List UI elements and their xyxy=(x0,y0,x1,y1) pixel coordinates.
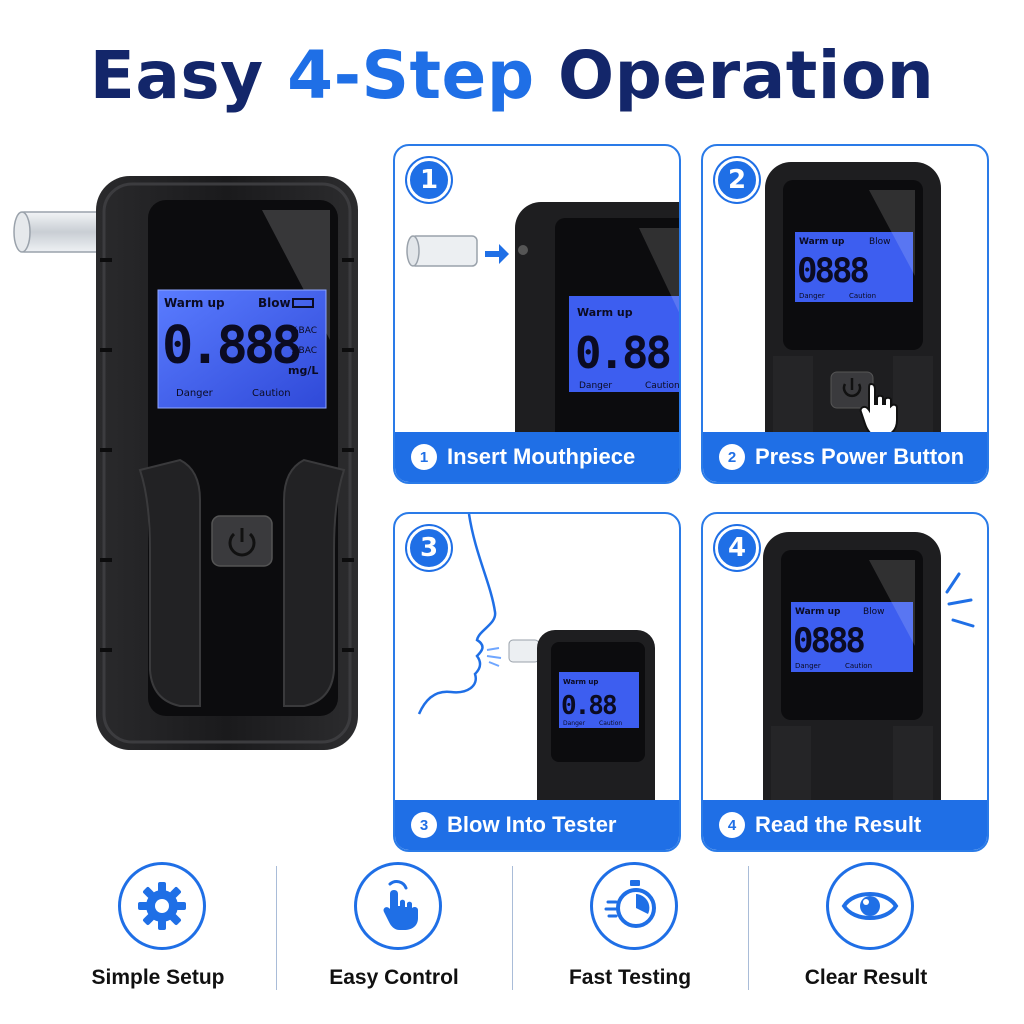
step-2-label: Press Power Button xyxy=(755,444,965,469)
svg-text:Danger: Danger xyxy=(795,662,821,670)
feature-label: Simple Setup xyxy=(91,966,225,989)
step-1-illustration: Warm up 0.88 Danger Caution xyxy=(406,202,679,482)
svg-text:Blow: Blow xyxy=(869,237,891,247)
svg-text:Blow: Blow xyxy=(863,607,885,617)
eye-icon xyxy=(841,892,899,920)
gear-icon xyxy=(138,882,186,930)
step-1-mini-number: 1 xyxy=(411,444,437,470)
step-card-4: Warm up Blow 0888 Danger Caution 4 4 Rea… xyxy=(701,512,989,852)
svg-text:Warm up: Warm up xyxy=(799,237,845,247)
step-2-banner: 2 Press Power Button xyxy=(703,432,987,482)
step-1-banner: 1 Insert Mouthpiece xyxy=(395,432,679,482)
feature-icon-circle xyxy=(118,862,206,950)
battery-icon xyxy=(292,298,314,308)
feature-divider xyxy=(276,866,277,990)
lcd-warm-up: Warm up xyxy=(164,296,225,310)
breathalyzer-device xyxy=(13,176,358,750)
svg-text:Warm up: Warm up xyxy=(577,306,633,319)
svg-text:Danger: Danger xyxy=(579,381,612,391)
feature-divider xyxy=(512,866,513,990)
step-3-label: Blow Into Tester xyxy=(447,812,617,837)
svg-text:Danger: Danger xyxy=(563,720,586,727)
step-3-banner: 3 Blow Into Tester xyxy=(395,800,679,850)
lcd-unit-1: %BAC xyxy=(290,326,318,336)
svg-text:Caution: Caution xyxy=(645,381,679,391)
svg-text:Warm up: Warm up xyxy=(795,607,841,617)
step-2-badge: 2 xyxy=(715,158,759,202)
feature-icon-circle xyxy=(590,862,678,950)
lcd-danger: Danger xyxy=(176,388,213,399)
svg-text:0888: 0888 xyxy=(797,251,868,291)
feature-label: Fast Testing xyxy=(568,966,692,989)
step-4-mini-number: 4 xyxy=(719,812,745,838)
step-4-badge: 4 xyxy=(715,526,759,570)
page-title: Easy 4-Step Operation xyxy=(0,36,1024,116)
step-3-badge: 3 xyxy=(407,526,451,570)
step-4-label: Read the Result xyxy=(755,812,922,837)
title-part-2: 4-Step xyxy=(287,37,535,114)
feature-icon-circle xyxy=(826,862,914,950)
lcd-unit-3: mg/L xyxy=(288,364,319,377)
result-sparkle-icon xyxy=(945,572,975,628)
title-part-1: Easy xyxy=(89,37,264,114)
feature-clear-result: Clear Result xyxy=(748,858,984,1008)
lcd-caution: Caution xyxy=(252,388,291,399)
title-part-3: Operation xyxy=(558,37,935,114)
svg-text:Caution: Caution xyxy=(849,292,876,300)
step-3-mini-number: 3 xyxy=(411,812,437,838)
step-4-banner: 4 Read the Result xyxy=(703,800,987,850)
hand-tap-icon xyxy=(383,879,418,930)
step-4-illustration: Warm up Blow 0888 Danger Caution xyxy=(763,532,975,832)
step-3-illustration: Warm up 0.88 Danger Caution xyxy=(417,514,655,840)
lcd-reading: 0.888 xyxy=(162,316,303,376)
svg-text:Warm up: Warm up xyxy=(563,678,598,686)
step-1-label: Insert Mouthpiece xyxy=(447,444,636,469)
step-card-1: Warm up 0.88 Danger Caution 1 1 Insert M… xyxy=(393,144,681,484)
svg-text:0888: 0888 xyxy=(793,621,864,661)
svg-text:Caution: Caution xyxy=(599,720,622,727)
feature-label: Clear Result xyxy=(804,966,928,989)
feature-divider xyxy=(748,866,749,990)
stopwatch-icon xyxy=(604,880,656,928)
feature-simple-setup: Simple Setup xyxy=(40,858,276,1008)
feature-fast-testing: Fast Testing xyxy=(512,858,748,1008)
lcd-display: Warm up Blow 0.888 %BAC %BAC mg/L Danger… xyxy=(158,290,326,408)
lcd-blow: Blow xyxy=(258,296,291,310)
feature-label: Easy Control xyxy=(329,966,459,989)
svg-text:0.88: 0.88 xyxy=(575,328,669,379)
step-card-2: Warm up Blow 0888 Danger Caution 2 2 Pre… xyxy=(701,144,989,484)
pointer-hand-icon xyxy=(859,382,898,437)
step-2-mini-number: 2 xyxy=(719,444,745,470)
svg-text:Caution: Caution xyxy=(845,662,872,670)
step-card-3: Warm up 0.88 Danger Caution 3 3 Blow Int… xyxy=(393,512,681,852)
features-row: Simple Setup Easy Control Fast Testing xyxy=(40,858,984,1008)
feature-icon-circle xyxy=(354,862,442,950)
svg-text:0.88: 0.88 xyxy=(561,691,617,721)
step-1-badge: 1 xyxy=(407,158,451,202)
feature-easy-control: Easy Control xyxy=(276,858,512,1008)
lcd-unit-2: %BAC xyxy=(290,346,318,356)
svg-text:Danger: Danger xyxy=(799,292,825,300)
face-profile xyxy=(417,514,497,715)
